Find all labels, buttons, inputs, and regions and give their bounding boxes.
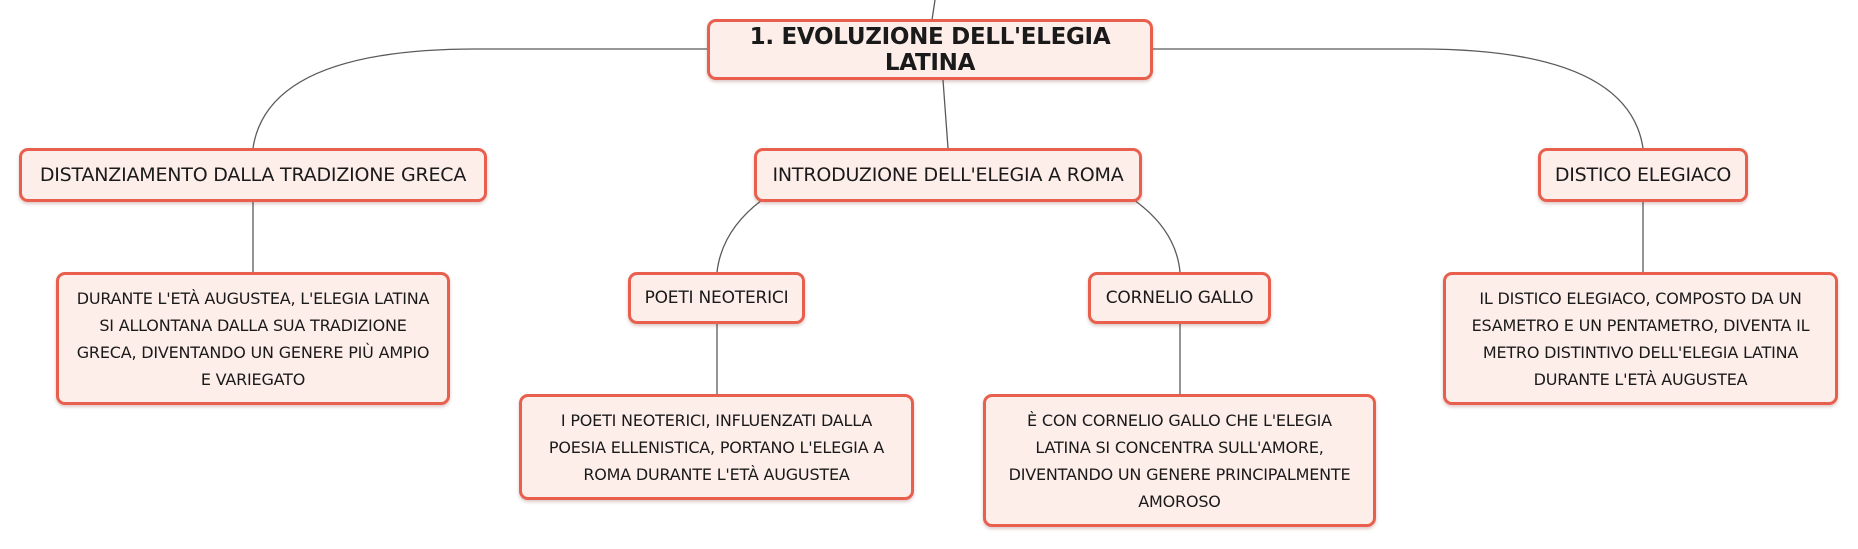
connector-rome-gallus bbox=[1133, 199, 1181, 273]
neoteric-poets-detail-text: I POETI NEOTERICI, INFLUENZATI DALLA POE… bbox=[548, 410, 885, 484]
neoteric-poets-label: POETI NEOTERICI bbox=[644, 288, 789, 308]
rome-introduction-label: INTRODUZIONE DELL'ELEGIA A ROMA bbox=[772, 164, 1124, 186]
greek-tradition-detail-text: DURANTE L'ETÀ AUGUSTEA, L'ELEGIA LATINA … bbox=[76, 288, 430, 389]
node-elegiac-distich[interactable]: DISTICO ELEGIACO bbox=[1538, 148, 1748, 202]
node-neoteric-poets[interactable]: POETI NEOTERICI bbox=[628, 272, 805, 324]
elegiac-distich-label: DISTICO ELEGIACO bbox=[1554, 164, 1732, 186]
node-greek-tradition[interactable]: DISTANZIAMENTO DALLA TRADIZIONE GRECA bbox=[19, 148, 487, 202]
connector-rome-neoterics bbox=[716, 199, 763, 273]
connector-root-parent bbox=[931, 0, 936, 21]
connector-root-distich bbox=[1150, 48, 1644, 149]
elegiac-distich-detail-text: IL DISTICO ELEGIACO, COMPOSTO DA UN ESAM… bbox=[1471, 288, 1810, 389]
cornelius-gallus-detail-text: È CON CORNELIO GALLO CHE L'ELEGIA LATINA… bbox=[1008, 410, 1351, 511]
root-node[interactable]: 1. EVOLUZIONE DELL'ELEGIA LATINA bbox=[707, 19, 1153, 80]
connector-root-rome bbox=[942, 79, 949, 149]
node-neoteric-poets-detail[interactable]: I POETI NEOTERICI, INFLUENZATI DALLA POE… bbox=[519, 394, 914, 500]
node-rome-introduction[interactable]: INTRODUZIONE DELL'ELEGIA A ROMA bbox=[754, 148, 1142, 202]
connector-root-greek bbox=[252, 48, 710, 149]
cornelius-gallus-label: CORNELIO GALLO bbox=[1105, 288, 1254, 308]
node-greek-tradition-detail[interactable]: DURANTE L'ETÀ AUGUSTEA, L'ELEGIA LATINA … bbox=[56, 272, 450, 405]
node-elegiac-distich-detail[interactable]: IL DISTICO ELEGIACO, COMPOSTO DA UN ESAM… bbox=[1443, 272, 1838, 405]
node-cornelius-gallus-detail[interactable]: È CON CORNELIO GALLO CHE L'ELEGIA LATINA… bbox=[983, 394, 1376, 527]
greek-tradition-label: DISTANZIAMENTO DALLA TRADIZIONE GRECA bbox=[39, 164, 467, 186]
root-label: 1. EVOLUZIONE DELL'ELEGIA LATINA bbox=[749, 23, 1111, 76]
node-cornelius-gallus[interactable]: CORNELIO GALLO bbox=[1088, 272, 1271, 324]
